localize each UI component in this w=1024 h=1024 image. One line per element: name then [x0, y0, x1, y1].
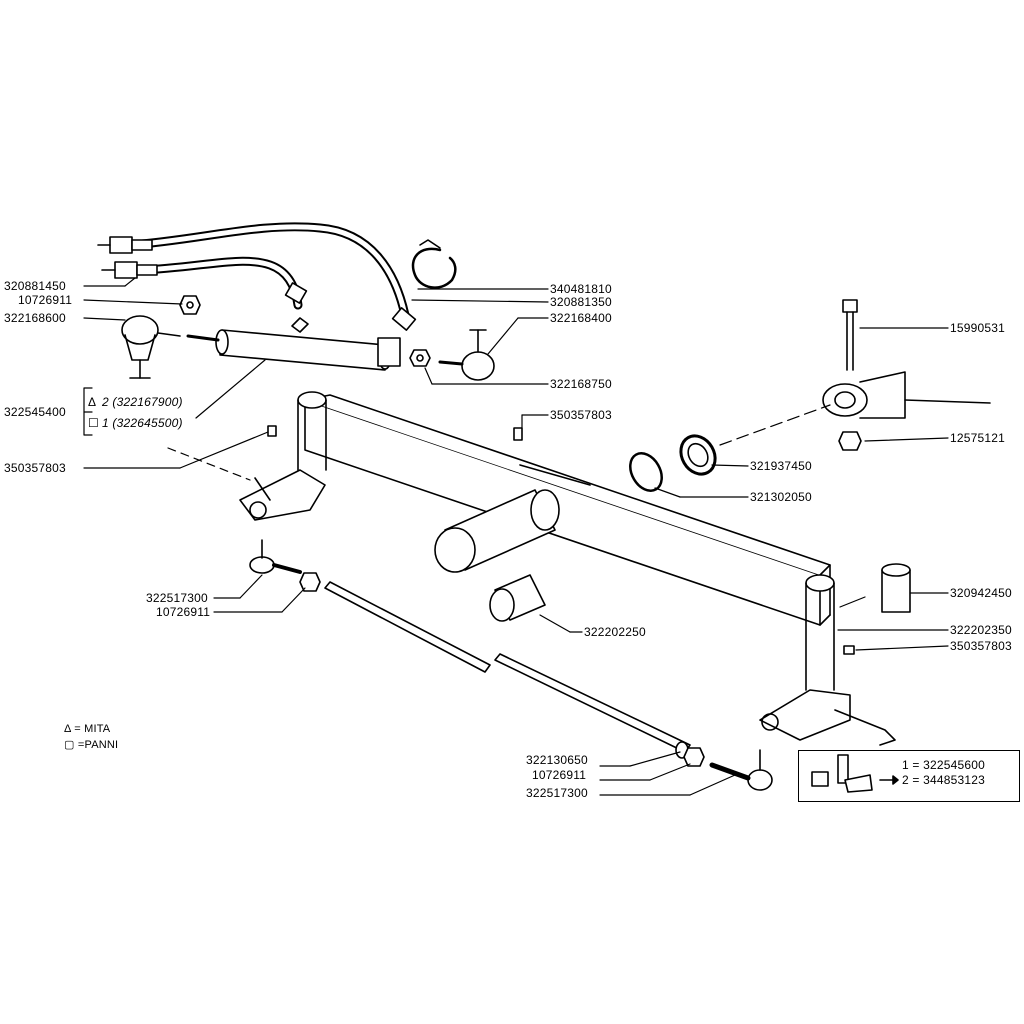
part-number-350357803-right: 350357803 — [950, 639, 1012, 653]
steering-knuckle-right — [759, 689, 896, 746]
part-number-320942450: 320942450 — [950, 586, 1012, 600]
grease-fitting-right — [843, 645, 855, 655]
part-number-322517300-bottom: 322517300 — [526, 786, 588, 800]
nut-left — [299, 572, 321, 592]
pivot-bracket — [822, 371, 991, 419]
part-number-322545400: 322545400 — [4, 405, 66, 419]
grease-fitting-mid — [513, 427, 523, 441]
inset-parts — [811, 754, 899, 793]
center-pivot-tube — [434, 489, 560, 573]
pivot-bushing — [489, 574, 546, 622]
variant-marker-panni: ☐ — [88, 416, 99, 430]
seal-ring-inner — [687, 442, 709, 468]
option-322167900: 2 (322167900) — [102, 395, 183, 409]
inset-item-2: 2 = 344853123 — [902, 773, 986, 787]
seal-ring — [679, 434, 717, 476]
inset-item-1: 1 = 322545600 — [902, 758, 986, 772]
bolt — [842, 299, 858, 371]
axle-beam — [297, 391, 835, 691]
tie-rod-end-left — [249, 539, 302, 574]
steering-knuckle-left — [239, 469, 326, 521]
inset-box — [798, 750, 1020, 802]
steering-cylinder — [186, 317, 401, 371]
part-number-340481810: 340481810 — [550, 282, 612, 296]
part-number-15990531: 15990531 — [950, 321, 1005, 335]
ball-joint-right — [438, 329, 495, 381]
part-number-350357803-left: 350357803 — [4, 461, 66, 475]
part-number-321937450: 321937450 — [750, 459, 812, 473]
part-number-10726911-left: 10726911 — [156, 605, 211, 619]
variant-marker-mita: Δ — [88, 395, 97, 409]
part-number-322168600: 322168600 — [4, 311, 66, 325]
nut-bracket — [838, 431, 862, 451]
nut-top-right — [409, 349, 431, 367]
option-322645500: 1 (322645500) — [102, 416, 183, 430]
tie-rod-end-right — [709, 749, 773, 791]
legend-panni: ▢ =PANNI — [64, 739, 119, 751]
legend-mita: Δ = MITA — [64, 723, 111, 735]
part-number-320881450: 320881450 — [4, 279, 66, 293]
o-ring — [629, 452, 663, 492]
part-number-12575121: 12575121 — [950, 431, 1005, 445]
part-number-321302050: 321302050 — [750, 490, 812, 504]
nut-bottom — [683, 747, 705, 767]
part-number-350357803-mid: 350357803 — [550, 408, 612, 422]
part-number-10726911-top: 10726911 — [18, 293, 73, 307]
hose-clamp — [411, 239, 457, 289]
nut-top-left — [179, 295, 201, 315]
kingpin-bushing — [881, 563, 911, 613]
hydraulic-hoses — [97, 222, 417, 331]
part-number-322168400: 322168400 — [550, 311, 612, 325]
part-number-322168750: 322168750 — [550, 377, 612, 391]
part-number-322517300-left: 322517300 — [146, 591, 208, 605]
part-number-10726911-bottom: 10726911 — [532, 768, 587, 782]
part-number-322202350: 322202350 — [950, 623, 1012, 637]
tie-rod — [324, 581, 691, 759]
part-number-322130650: 322130650 — [526, 753, 588, 767]
leader-lines — [83, 277, 949, 796]
part-number-320881350: 320881350 — [550, 295, 612, 309]
grease-fitting-left — [267, 425, 277, 437]
ball-joint-left — [121, 315, 181, 379]
part-number-322202250: 322202250 — [584, 625, 646, 639]
